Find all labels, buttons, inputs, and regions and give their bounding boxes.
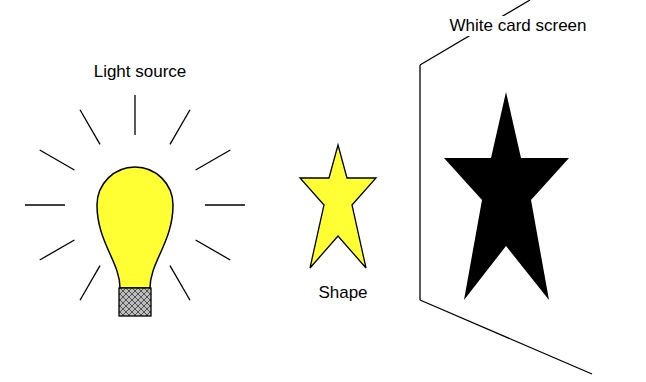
bulb-glass — [97, 167, 173, 288]
screen-label: White card screen — [448, 16, 589, 36]
light-source-label: Light source — [92, 62, 189, 82]
yellow-star — [300, 145, 376, 268]
bulb-base — [119, 288, 151, 316]
screen-outline — [420, 0, 592, 374]
shape-label: Shape — [316, 283, 369, 303]
light-rays — [25, 95, 245, 300]
shadow-star — [444, 92, 569, 300]
